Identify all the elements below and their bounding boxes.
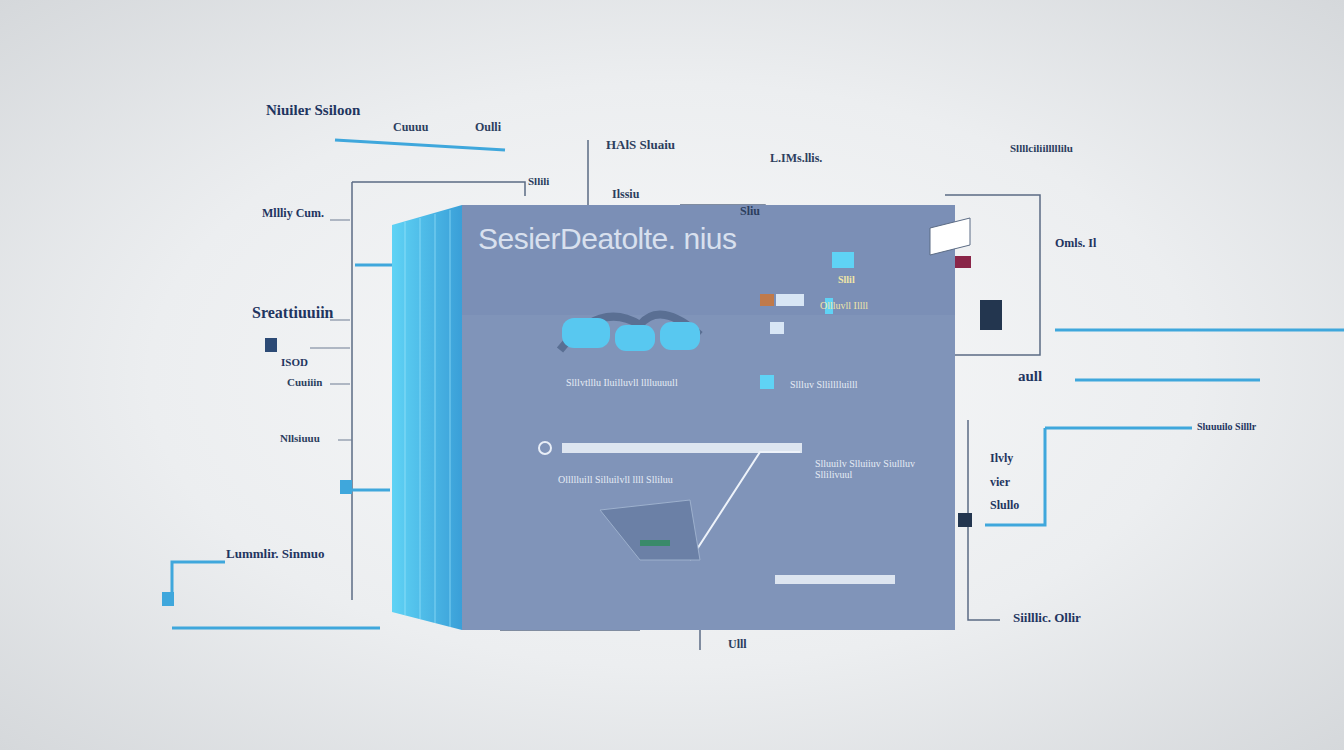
part-label: Sllllciliilllllilu [1010, 142, 1073, 154]
part-label: aull [1018, 368, 1042, 385]
panel-text: Slluuilv Slluiiuv Siullluv Sllilivuul [815, 458, 940, 480]
callout-label: Sllili [528, 175, 549, 187]
part-label: Nllsiuuu [280, 432, 320, 444]
callout-label: Ulll [728, 638, 747, 651]
panel-text: Ollluvll Illll [820, 300, 920, 311]
value-label: vier [990, 476, 1010, 489]
part-label: Lummlir. Sinmuo [226, 547, 325, 561]
callout-label: Sliu [740, 205, 760, 218]
callout-label: Cuuuu [393, 121, 428, 134]
part-label: Niuiler Ssiloon [266, 102, 360, 119]
callout-label: Oulli [475, 121, 501, 134]
panel-text: Ollllluill Silluilvll llll Slliluu [558, 474, 688, 485]
part-label: L.IMs.llis. [770, 152, 822, 165]
part-label: Sluuuilo Silllr [1197, 421, 1256, 432]
part-label: Mllliy Cum. [262, 207, 324, 220]
value-label: Slullo [990, 499, 1019, 512]
panel-text: Sllil [838, 274, 855, 285]
screen-panel: SesierDeatolte. nius [478, 222, 741, 256]
part-label: HAlS Sluaiu [606, 138, 675, 152]
part-label: Omls. Il [1055, 237, 1096, 250]
part-label: Sreattiuuiin [252, 304, 334, 322]
value-label: ISOD [281, 356, 308, 368]
callout-label: Ilssiu [612, 188, 639, 201]
part-label: Cuuiiin [287, 376, 322, 388]
part-label: Siilllic. Ollir [1013, 611, 1081, 625]
panel-text: Slllvtlllu Iluilluvll lllluuuull [566, 377, 726, 388]
panel-title: SesierDeatolte. nius [478, 222, 741, 256]
value-label: Ilvly [990, 452, 1013, 465]
panel-text: Sllluv Sllilllluilll [790, 379, 910, 390]
